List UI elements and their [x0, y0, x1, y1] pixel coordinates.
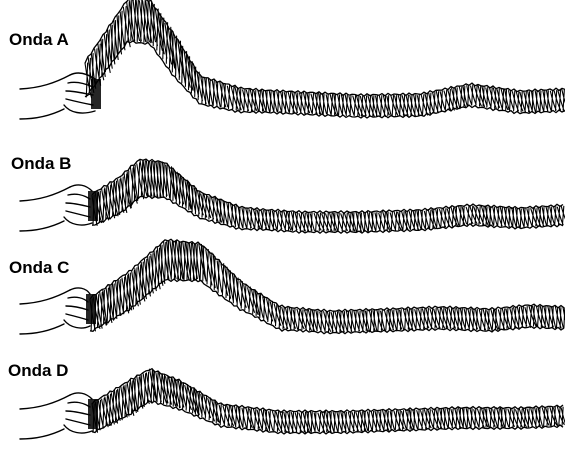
wave-d-row: [20, 369, 565, 439]
finger-outline: [64, 217, 92, 225]
wave-c-row: [20, 239, 565, 334]
finger-outline: [66, 314, 88, 320]
finger-outline: [66, 419, 90, 425]
finger-outline: [70, 393, 92, 399]
finger-outline: [68, 194, 90, 199]
arm-outline: [20, 109, 64, 119]
slinky-spring-c: [90, 239, 565, 333]
hand-c: [20, 288, 96, 334]
arm-outline: [20, 395, 70, 409]
finger-outline: [64, 105, 95, 113]
wave-b-label: Onda B: [11, 154, 71, 174]
arm-outline: [20, 75, 70, 89]
finger-outline: [70, 185, 92, 191]
finger-outline: [66, 211, 90, 217]
spring-coils: [92, 369, 565, 432]
wave-a-row: [20, 0, 565, 119]
finger-outline: [66, 99, 93, 105]
finger-outline: [68, 402, 90, 407]
finger-outline: [70, 288, 90, 294]
arm-outline: [20, 324, 64, 334]
slinky-spring-a: [85, 0, 565, 118]
spring-coils: [90, 241, 565, 332]
arm-outline: [20, 429, 64, 439]
finger-outline: [66, 203, 90, 207]
wave-a-label: Onda A: [9, 30, 69, 50]
hand-d: [20, 393, 98, 439]
wave-c-label: Onda C: [9, 258, 69, 278]
finger-outline: [64, 425, 92, 433]
finger-outline: [66, 306, 88, 310]
finger-outline: [66, 411, 90, 415]
arm-outline: [20, 187, 70, 201]
slinky-spring-d: [92, 369, 565, 434]
arm-outline: [20, 221, 64, 231]
arm-outline: [20, 290, 70, 304]
wave-d-label: Onda D: [8, 361, 68, 381]
spring-coils: [92, 160, 565, 232]
hand-b: [20, 185, 98, 231]
hand-a: [20, 73, 101, 119]
finger-outline: [68, 297, 88, 302]
spring-coils: [85, 0, 565, 117]
slinky-spring-b: [92, 159, 565, 233]
wave-b-row: [20, 159, 565, 233]
